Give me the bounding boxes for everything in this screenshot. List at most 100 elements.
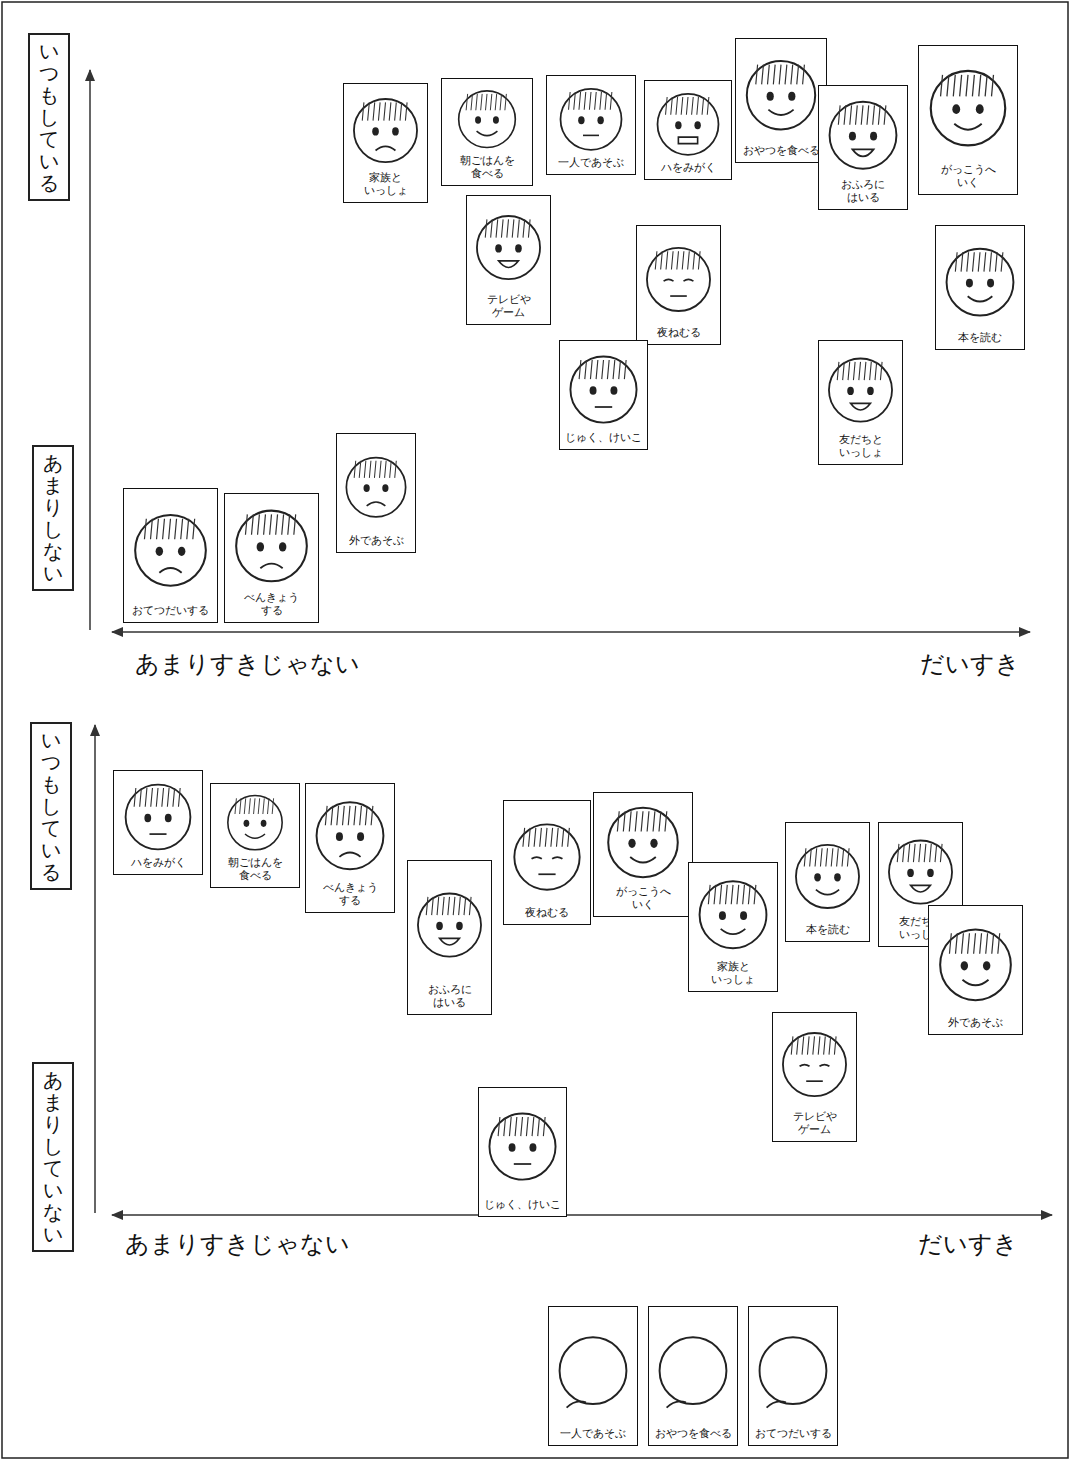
face-outline — [889, 841, 952, 904]
face-area — [594, 793, 692, 885]
caption-line: いく — [597, 898, 689, 912]
mouth — [477, 131, 498, 135]
eye — [650, 839, 657, 848]
eye — [244, 820, 250, 827]
face-drawing — [211, 784, 299, 856]
eye — [597, 116, 603, 124]
eye — [279, 542, 286, 551]
hair-lines — [579, 360, 626, 379]
axis-end-label: だいすき — [920, 648, 1020, 680]
hair-lines — [523, 828, 569, 847]
face-drawing — [819, 86, 907, 178]
mouth — [911, 885, 931, 892]
face-outline — [830, 102, 897, 169]
mouth — [954, 124, 981, 130]
caption-line: 夜ねむる — [507, 906, 587, 920]
face-outline — [135, 515, 206, 586]
face-outline — [796, 845, 859, 908]
mouth — [245, 834, 265, 838]
hair-lines — [804, 848, 849, 866]
card-caption: おふろに はいる — [819, 178, 907, 210]
eye — [983, 961, 990, 970]
card-caption: 家族と いっしょ — [344, 171, 427, 203]
activity-card: テレビや ゲーム — [466, 195, 551, 325]
caption-line: 食べる — [214, 869, 296, 883]
face-outline — [477, 216, 540, 279]
face-area — [479, 1088, 566, 1198]
hair-lines — [655, 251, 700, 269]
eye — [372, 127, 379, 135]
face-area — [645, 81, 731, 161]
face-outline — [931, 71, 1005, 145]
eye — [590, 386, 597, 395]
face-area — [211, 784, 299, 856]
mouth — [968, 296, 993, 301]
activity-card: 夜ねむる — [503, 800, 591, 925]
activity-card: 一人であそぶ — [548, 1306, 638, 1446]
eye — [156, 547, 163, 556]
hair-lines — [756, 65, 805, 85]
hair-lines — [235, 798, 274, 814]
face-drawing — [124, 489, 217, 604]
face-area — [736, 39, 826, 144]
card-caption: おてつだいする — [124, 604, 217, 622]
axis-label-box: あまりしていない — [32, 1062, 74, 1252]
face-drawing — [408, 861, 491, 983]
face-outline — [647, 248, 710, 311]
caption-line: おやつを食べる — [739, 144, 823, 158]
eyes — [532, 857, 563, 859]
caption-line: 友だちと — [822, 433, 899, 447]
face-area — [773, 1013, 856, 1110]
face-outline — [760, 1337, 827, 1404]
face-outline — [228, 795, 282, 849]
eye — [788, 92, 795, 101]
hair-lines — [569, 92, 612, 110]
eye — [261, 820, 267, 827]
caption-line: じゅく、けいこ — [563, 431, 644, 445]
eye — [987, 279, 994, 288]
eye — [578, 116, 584, 124]
caption-line: がっこうへ — [597, 885, 689, 899]
eye — [961, 961, 968, 970]
card-caption: 外であそぶ — [929, 1016, 1022, 1034]
caption-line: ゲーム — [776, 1123, 853, 1137]
caption-line: する — [228, 604, 315, 618]
face-outline — [608, 808, 678, 878]
caption-line: 家族と — [692, 960, 774, 974]
eye — [357, 832, 364, 841]
face-drawing — [467, 196, 550, 293]
card-caption: べんきょう する — [225, 591, 318, 623]
caption-line: 本を読む — [939, 331, 1021, 345]
face-area — [919, 46, 1017, 163]
card-caption: ハをみがく — [114, 856, 202, 874]
eye — [867, 387, 874, 395]
eye — [144, 814, 151, 823]
hair-lines — [666, 97, 709, 115]
axis-label-text: あまりしていない — [43, 1069, 63, 1245]
card-caption: べんきょう する — [306, 881, 394, 913]
face-area — [124, 489, 217, 604]
eye — [392, 127, 399, 135]
face-drawing — [547, 76, 635, 156]
caption-line: はいる — [411, 996, 488, 1010]
y-axis — [94, 725, 96, 1213]
hair-lines — [362, 102, 407, 120]
caption-line: する — [309, 894, 391, 908]
card-caption: テレビや ゲーム — [467, 293, 550, 325]
eye — [976, 104, 984, 114]
face-outline — [354, 99, 417, 162]
eye — [257, 542, 264, 551]
eye — [849, 132, 856, 141]
face-drawing — [936, 226, 1024, 331]
face-outline — [561, 89, 622, 150]
caption-line: いっしょ — [347, 184, 424, 198]
caption-line: いく — [922, 176, 1014, 190]
face-drawing — [645, 81, 731, 161]
activity-card: おてつだいする — [123, 488, 218, 623]
mouth — [851, 403, 871, 410]
face-area — [637, 226, 720, 326]
hair-lines — [134, 788, 180, 807]
activity-card: 朝ごはんを 食べる — [441, 78, 533, 186]
eye — [907, 869, 914, 877]
